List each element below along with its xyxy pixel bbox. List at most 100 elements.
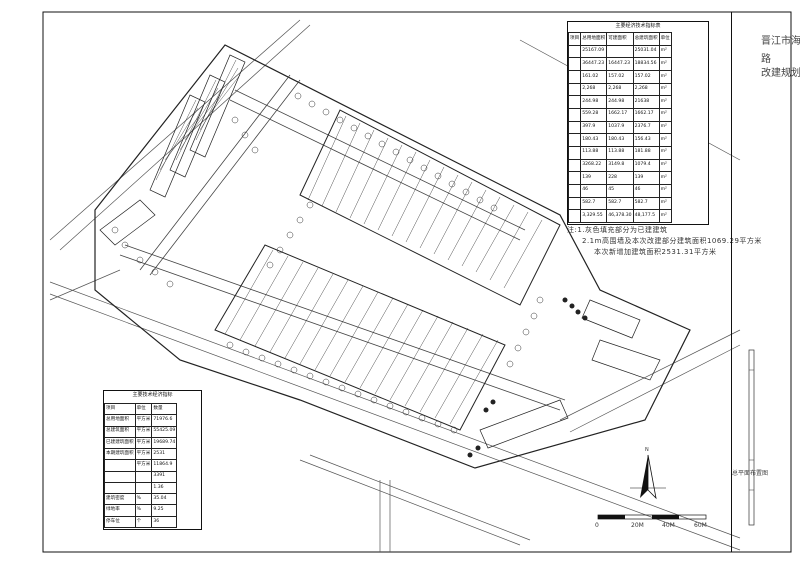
- site-cell: [567, 209, 582, 223]
- north-label: N: [645, 447, 649, 453]
- site-cell: 2376.7: [632, 120, 660, 135]
- sheet-name: 总平面布置图: [732, 470, 769, 477]
- site-cell: [567, 171, 582, 185]
- ind-cell: 55425.09: [151, 425, 178, 438]
- site-cell: 16447.23: [606, 57, 634, 71]
- site-cell: [567, 82, 582, 97]
- warehouse-north: [299, 109, 561, 306]
- site-cell: 582.7: [606, 196, 634, 211]
- site-cell: m²: [658, 209, 672, 223]
- ind-cell: 绿地率: [104, 504, 136, 517]
- ind-cell: 项目: [104, 402, 136, 416]
- ind-cell: [104, 481, 136, 495]
- ind-cell: 建筑密度: [104, 493, 136, 506]
- ind-cell: 平方米: [134, 448, 153, 461]
- ind-cell: 平方米: [134, 459, 153, 472]
- ind-row: 绿地率%9.25: [104, 504, 178, 517]
- site-cell: 1662.17: [606, 107, 634, 122]
- site-cell: 244.98: [606, 95, 634, 109]
- site-cell: 113.88: [580, 145, 608, 160]
- ind-cell: 35.04: [151, 493, 178, 506]
- site-cell: 157.02: [606, 69, 634, 84]
- note-line-1: 注:1.灰色填充部分为已建建筑: [567, 226, 668, 234]
- ind-cell: 71976.6: [151, 414, 178, 427]
- ind-cell: 平方米: [134, 436, 153, 450]
- site-cell: [567, 145, 582, 160]
- ind-row: 1.36: [104, 481, 178, 495]
- site-cell: [567, 44, 582, 59]
- site-cell: 228: [606, 171, 634, 185]
- tree-markers: [111, 92, 544, 434]
- ind-cell: 3391: [151, 470, 178, 483]
- site-cell: 1037.9: [606, 120, 634, 135]
- site-cell: 18834.56: [632, 57, 660, 71]
- site-cell: 113.88: [606, 145, 634, 160]
- site-cell: m²: [658, 107, 672, 122]
- site-cell: 3149.8: [606, 158, 634, 173]
- ind-row: 项目单位数量: [104, 402, 178, 416]
- scale-bar: [597, 514, 707, 520]
- site-cell: 45: [606, 183, 634, 198]
- site-cell: [567, 57, 582, 71]
- ind-cell: 19689.74: [151, 436, 178, 450]
- ind-cell: [134, 470, 153, 483]
- site-cell: [567, 95, 582, 109]
- ind-cell: %: [134, 504, 153, 517]
- site-cell: 项目: [567, 32, 582, 46]
- site-cell: m²: [658, 145, 672, 160]
- site-cell: 157.02: [632, 69, 660, 84]
- site-cell: m²: [658, 183, 672, 198]
- site-cell: [606, 44, 634, 59]
- site-cell: m²: [658, 57, 672, 71]
- ind-row: 3391: [104, 470, 178, 483]
- site-row: 项目总用地面积可建面积总建筑面积单位: [567, 32, 672, 46]
- ind-cell: 本期建筑面积: [104, 448, 136, 461]
- site-cell: 46,378.30: [606, 209, 634, 223]
- indicator-table-caption: 主要技术经济指标: [132, 392, 173, 398]
- site-cell: [567, 183, 582, 198]
- site-boundary: [94, 44, 691, 469]
- ind-cell: 2531: [151, 448, 178, 461]
- site-cell: 180.43: [606, 133, 634, 147]
- site-cell: 181.88: [632, 145, 660, 160]
- site-cell: [567, 158, 582, 173]
- ind-cell: [104, 470, 136, 483]
- site-cell: 1662.17: [632, 107, 660, 122]
- site-cell: m²: [658, 171, 672, 185]
- site-cell: [567, 107, 582, 122]
- ind-cell: 停车位: [104, 515, 136, 529]
- site-cell: 46: [580, 183, 608, 198]
- ind-cell: 总建筑面积: [104, 425, 136, 438]
- site-cell: 46: [632, 183, 660, 198]
- site-cell: [567, 120, 582, 135]
- ind-cell: 平方米: [134, 414, 153, 427]
- ind-cell: 36: [151, 515, 178, 529]
- ind-cell: 平方米: [134, 425, 153, 438]
- site-cell: 总建筑面积: [632, 32, 660, 46]
- scale-label-60: 60M: [694, 522, 707, 529]
- title-line-2: 路: [761, 54, 771, 65]
- scale-label-40: 40M: [662, 522, 675, 529]
- site-cell: 582.7: [580, 196, 608, 211]
- site-cell: 139: [632, 171, 660, 185]
- ind-cell: 11864.9: [151, 459, 178, 472]
- site-cell: m²: [658, 69, 672, 84]
- site-cell: m²: [658, 196, 672, 211]
- site-cell: 48,177.5: [632, 209, 660, 223]
- site-cell: 2,268: [632, 82, 660, 97]
- site-cell: 397.9: [580, 120, 608, 135]
- note-line-3: 本次新增加建筑面积2531.31平方米: [594, 248, 717, 256]
- ind-row: 建筑密度%35.04: [104, 493, 178, 506]
- internal-roads: [119, 74, 566, 411]
